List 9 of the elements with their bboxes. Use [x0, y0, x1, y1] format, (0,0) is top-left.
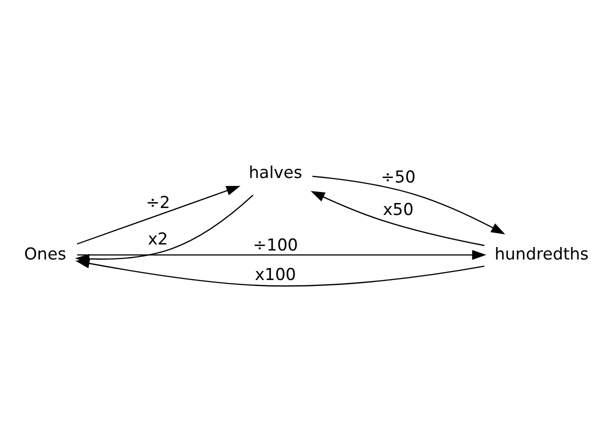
- edge-label: x2: [148, 230, 168, 249]
- edge-label: x50: [382, 200, 414, 220]
- node-text: Ones: [24, 244, 66, 264]
- edge-label: ÷2: [146, 193, 170, 212]
- node-text: hundredths: [494, 244, 589, 264]
- edge-label: ÷50: [380, 167, 416, 186]
- edge-label: ÷100: [252, 235, 298, 254]
- edge-label: x100: [254, 264, 296, 284]
- node-text: halves: [248, 163, 302, 182]
